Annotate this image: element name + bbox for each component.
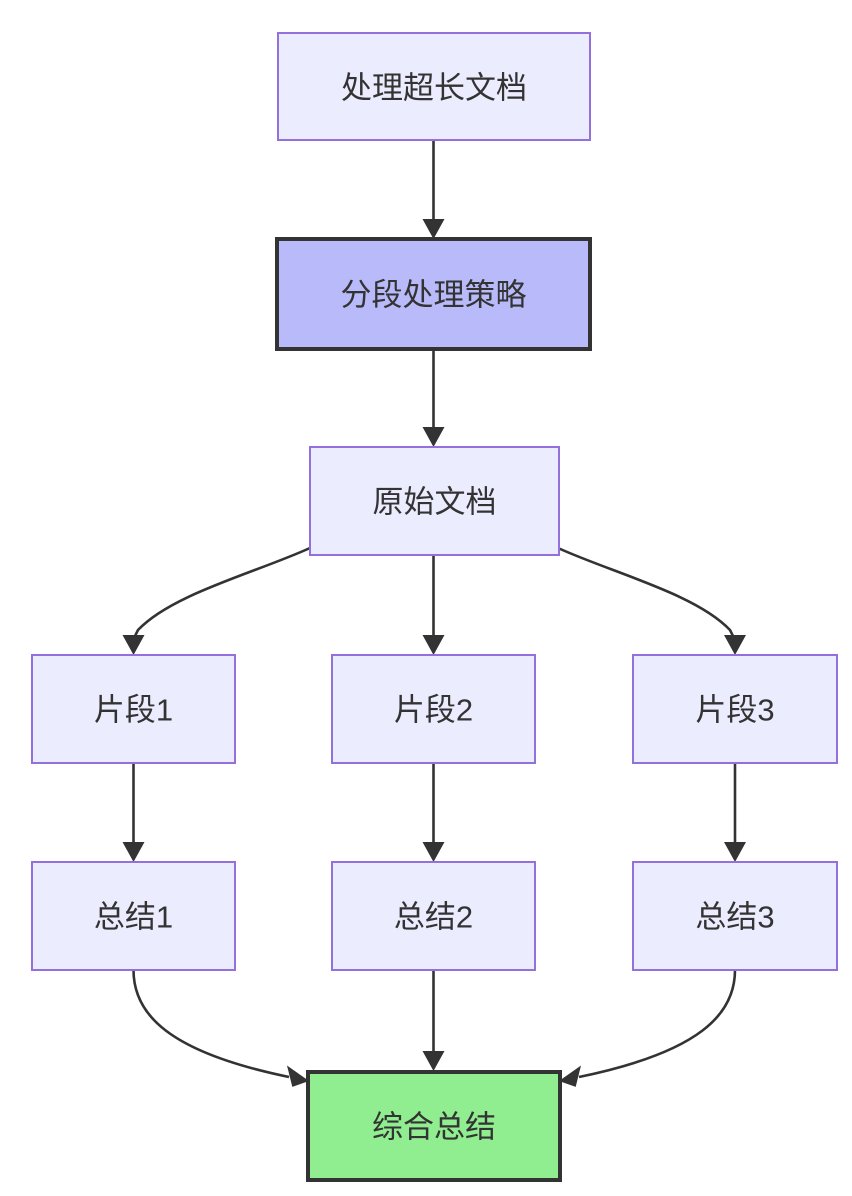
edge-doc-to-seg3 xyxy=(557,546,746,655)
node-box xyxy=(331,654,536,764)
edge-seg2-to-sum2 xyxy=(422,763,445,862)
arrowhead-down-icon xyxy=(422,427,445,447)
arrowhead-down-icon xyxy=(422,842,445,862)
arrowhead-down-icon xyxy=(422,1051,445,1071)
node-box xyxy=(31,654,236,764)
node-summary-2: 总结2 xyxy=(331,861,536,971)
node-summary-3: 总结3 xyxy=(632,861,838,971)
node-process-long-doc: 处理超长文档 xyxy=(277,32,591,141)
node-segment-2: 片段2 xyxy=(331,654,536,764)
node-box xyxy=(331,861,536,971)
node-label: 片段1 xyxy=(94,693,173,728)
node-label: 分段处理策略 xyxy=(341,278,527,313)
arrowhead-down-icon xyxy=(724,842,746,862)
node-label: 总结2 xyxy=(394,900,473,935)
edge-sum1-to-final xyxy=(132,969,309,1087)
node-label: 总结3 xyxy=(695,900,774,935)
arrowhead-down-icon xyxy=(122,842,145,862)
node-segment-3: 片段3 xyxy=(632,654,838,764)
node-label: 原始文档 xyxy=(373,485,497,520)
arrowhead-down-icon xyxy=(422,219,445,239)
node-segment-strategy: 分段处理策略 xyxy=(275,237,592,351)
edge-sum3-to-final xyxy=(559,969,737,1087)
node-label: 处理超长文档 xyxy=(341,71,527,106)
node-box xyxy=(275,237,592,351)
edge-strategy-to-doc xyxy=(422,349,445,447)
node-box xyxy=(632,861,838,971)
edge-process-to-strategy xyxy=(422,140,445,239)
node-label: 总结1 xyxy=(94,900,173,935)
node-label: 综合总结 xyxy=(372,1110,496,1145)
arrowhead-down-icon xyxy=(422,635,445,655)
node-final-summary: 综合总结 xyxy=(306,1070,562,1182)
node-label: 片段3 xyxy=(695,693,774,728)
edge-doc-to-seg1 xyxy=(122,546,311,655)
edge-curve xyxy=(578,969,737,1079)
edge-seg3-to-sum3 xyxy=(724,763,746,862)
node-box xyxy=(277,32,591,141)
edge-seg1-to-sum1 xyxy=(122,763,145,862)
arrowhead-down-icon xyxy=(122,635,145,655)
arrowhead-down-icon xyxy=(724,635,746,655)
arrowhead-right-icon xyxy=(287,1065,309,1087)
node-segment-1: 片段1 xyxy=(31,654,236,764)
edge-layer xyxy=(122,140,746,1087)
edge-curve xyxy=(132,969,290,1079)
node-box xyxy=(31,861,236,971)
node-summary-1: 总结1 xyxy=(31,861,236,971)
node-layer: 处理超长文档 分段处理策略 原始文档 片段1 片段2 片段3 xyxy=(31,32,838,1182)
edge-curve xyxy=(133,546,311,638)
node-box xyxy=(309,446,560,556)
edge-sum2-to-final xyxy=(422,970,445,1071)
node-box xyxy=(632,654,838,764)
edge-doc-to-seg2 xyxy=(422,555,445,655)
node-original-doc: 原始文档 xyxy=(309,446,560,556)
edge-curve xyxy=(557,546,735,638)
arrowhead-left-icon xyxy=(559,1065,581,1087)
node-label: 片段2 xyxy=(394,693,473,728)
node-box xyxy=(306,1070,562,1182)
